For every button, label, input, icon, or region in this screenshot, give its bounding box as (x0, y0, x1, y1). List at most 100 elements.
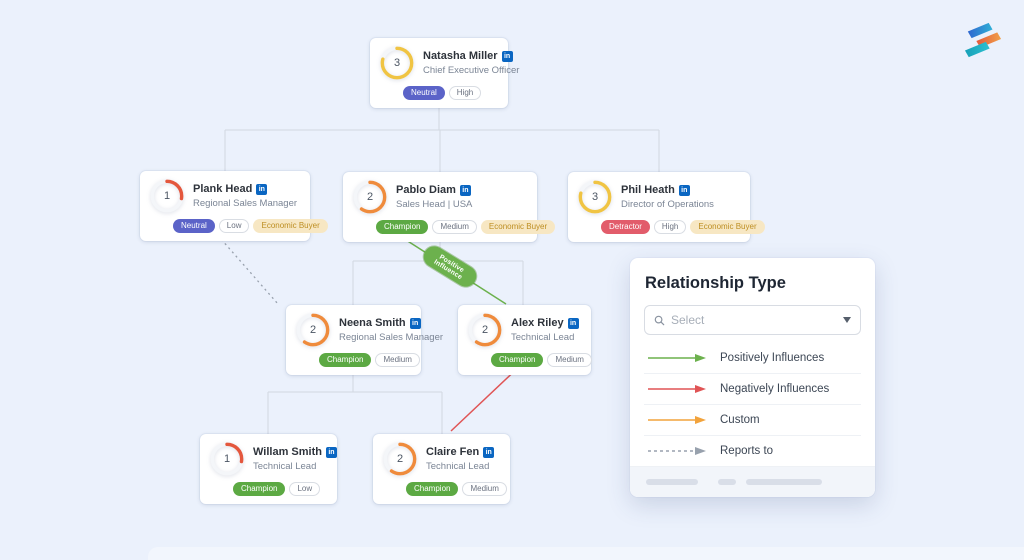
linkedin-icon[interactable]: in (459, 184, 471, 196)
score-value: 1 (223, 453, 231, 465)
relationship-score-gauge: 1 (149, 178, 185, 214)
person-card-neena[interactable]: 2 Neena Smith in Regional Sales Manager … (286, 305, 443, 375)
relationship-type-select[interactable]: Select (644, 305, 861, 335)
person-title: Regional Sales Manager (193, 198, 298, 209)
score-value: 2 (481, 324, 489, 336)
edge-reports-to[interactable] (213, 230, 279, 305)
person-title: Technical Lead (511, 332, 575, 343)
relationship-score-gauge: 2 (382, 441, 418, 477)
linkedin-icon[interactable]: in (567, 317, 579, 329)
person-name: Alex Riley (511, 317, 564, 329)
linkedin-icon[interactable]: in (325, 446, 337, 458)
badge-champion: Champion (406, 482, 459, 496)
score-value: 2 (366, 191, 374, 203)
skeleton-bar (746, 479, 822, 485)
legend-arrow-icon (648, 385, 706, 393)
badge-champion: Champion (319, 353, 372, 367)
badge-outline: Low (289, 482, 321, 496)
brand-logo-icon[interactable] (964, 18, 1002, 67)
badge-outline: Medium (462, 482, 507, 496)
legend-item-positive[interactable]: Positively Influences (644, 343, 861, 373)
bottom-edge-strip (148, 547, 1024, 560)
badge-champion: Champion (376, 220, 429, 234)
person-card-willam[interactable]: 1 Willam Smith in Technical Lead Champio… (200, 434, 337, 504)
legend-skeleton-row (630, 466, 875, 497)
legend-arrow-icon (648, 354, 706, 362)
badge-neutral: Neutral (403, 86, 445, 100)
legend-arrow-icon (648, 447, 706, 455)
relationship-score-gauge: 2 (467, 312, 503, 348)
skeleton-bar (646, 479, 698, 485)
person-title: Regional Sales Manager (339, 332, 444, 343)
panel-title: Relationship Type (645, 274, 786, 292)
badge-outline: Medium (432, 220, 477, 234)
dropdown-caret-icon (843, 317, 851, 323)
person-name: Natasha Miller (423, 50, 498, 62)
badge-economic: Economic Buyer (253, 219, 328, 233)
badge-outline: Low (218, 219, 250, 233)
score-value: 2 (396, 453, 404, 465)
badge-champion: Champion (491, 353, 544, 367)
linkedin-icon[interactable]: in (256, 183, 268, 195)
badge-outline: High (448, 86, 482, 100)
legend-item-label: Negatively Influences (720, 383, 830, 395)
person-card-plank[interactable]: 1 Plank Head in Regional Sales Manager N… (140, 171, 328, 241)
search-icon (654, 315, 665, 325)
linkedin-icon[interactable]: in (501, 50, 513, 62)
person-name: Phil Heath (621, 184, 675, 196)
legend-item-label: Custom (720, 414, 760, 426)
legend-list: Positively Influences Negatively Influen… (644, 343, 861, 466)
score-value: 2 (309, 324, 317, 336)
legend-item-custom[interactable]: Custom (644, 404, 861, 435)
person-title: Sales Head | USA (396, 199, 473, 210)
badge-economic: Economic Buyer (690, 220, 765, 234)
person-name: Plank Head (193, 183, 253, 195)
legend-item-reports[interactable]: Reports to (644, 435, 861, 466)
relationship-score-gauge: 2 (295, 312, 331, 348)
score-value: 3 (393, 57, 401, 69)
skeleton-bar (718, 479, 736, 485)
score-value: 1 (163, 190, 171, 202)
linkedin-icon[interactable]: in (483, 446, 495, 458)
person-title: Technical Lead (426, 461, 490, 472)
badge-outline: Medium (375, 353, 420, 367)
person-name: Neena Smith (339, 317, 406, 329)
relationship-type-panel: Relationship Type Select Positively Infl… (630, 258, 875, 497)
badge-outline: High (653, 220, 687, 234)
select-placeholder: Select (671, 313, 705, 327)
person-title: Director of Operations (621, 199, 714, 210)
relationship-score-gauge: 2 (352, 179, 388, 215)
person-title: Chief Executive Officer (423, 65, 520, 76)
relationship-score-gauge: 3 (577, 179, 613, 215)
linkedin-icon[interactable]: in (678, 184, 690, 196)
person-title: Technical Lead (253, 461, 317, 472)
person-name: Willam Smith (253, 446, 322, 458)
person-card-natasha[interactable]: 3 Natasha Miller in Chief Executive Offi… (370, 38, 519, 108)
person-card-phil[interactable]: 3 Phil Heath in Director of Operations D… (568, 172, 765, 242)
badge-outline: Medium (547, 353, 592, 367)
badge-detractor: Detractor (601, 220, 650, 234)
person-card-pablo[interactable]: 2 Pablo Diam in Sales Head | USA Champio… (343, 172, 556, 242)
person-name: Pablo Diam (396, 184, 456, 196)
legend-item-negative[interactable]: Negatively Influences (644, 373, 861, 404)
linkedin-icon[interactable]: in (409, 317, 421, 329)
legend-item-label: Positively Influences (720, 352, 825, 364)
badge-economic: Economic Buyer (480, 220, 556, 234)
badge-champion: Champion (233, 482, 286, 496)
badge-neutral: Neutral (173, 219, 215, 233)
org-tree-connectors (224, 97, 660, 434)
legend-item-label: Reports to (720, 445, 774, 457)
relationship-score-gauge: 1 (209, 441, 245, 477)
